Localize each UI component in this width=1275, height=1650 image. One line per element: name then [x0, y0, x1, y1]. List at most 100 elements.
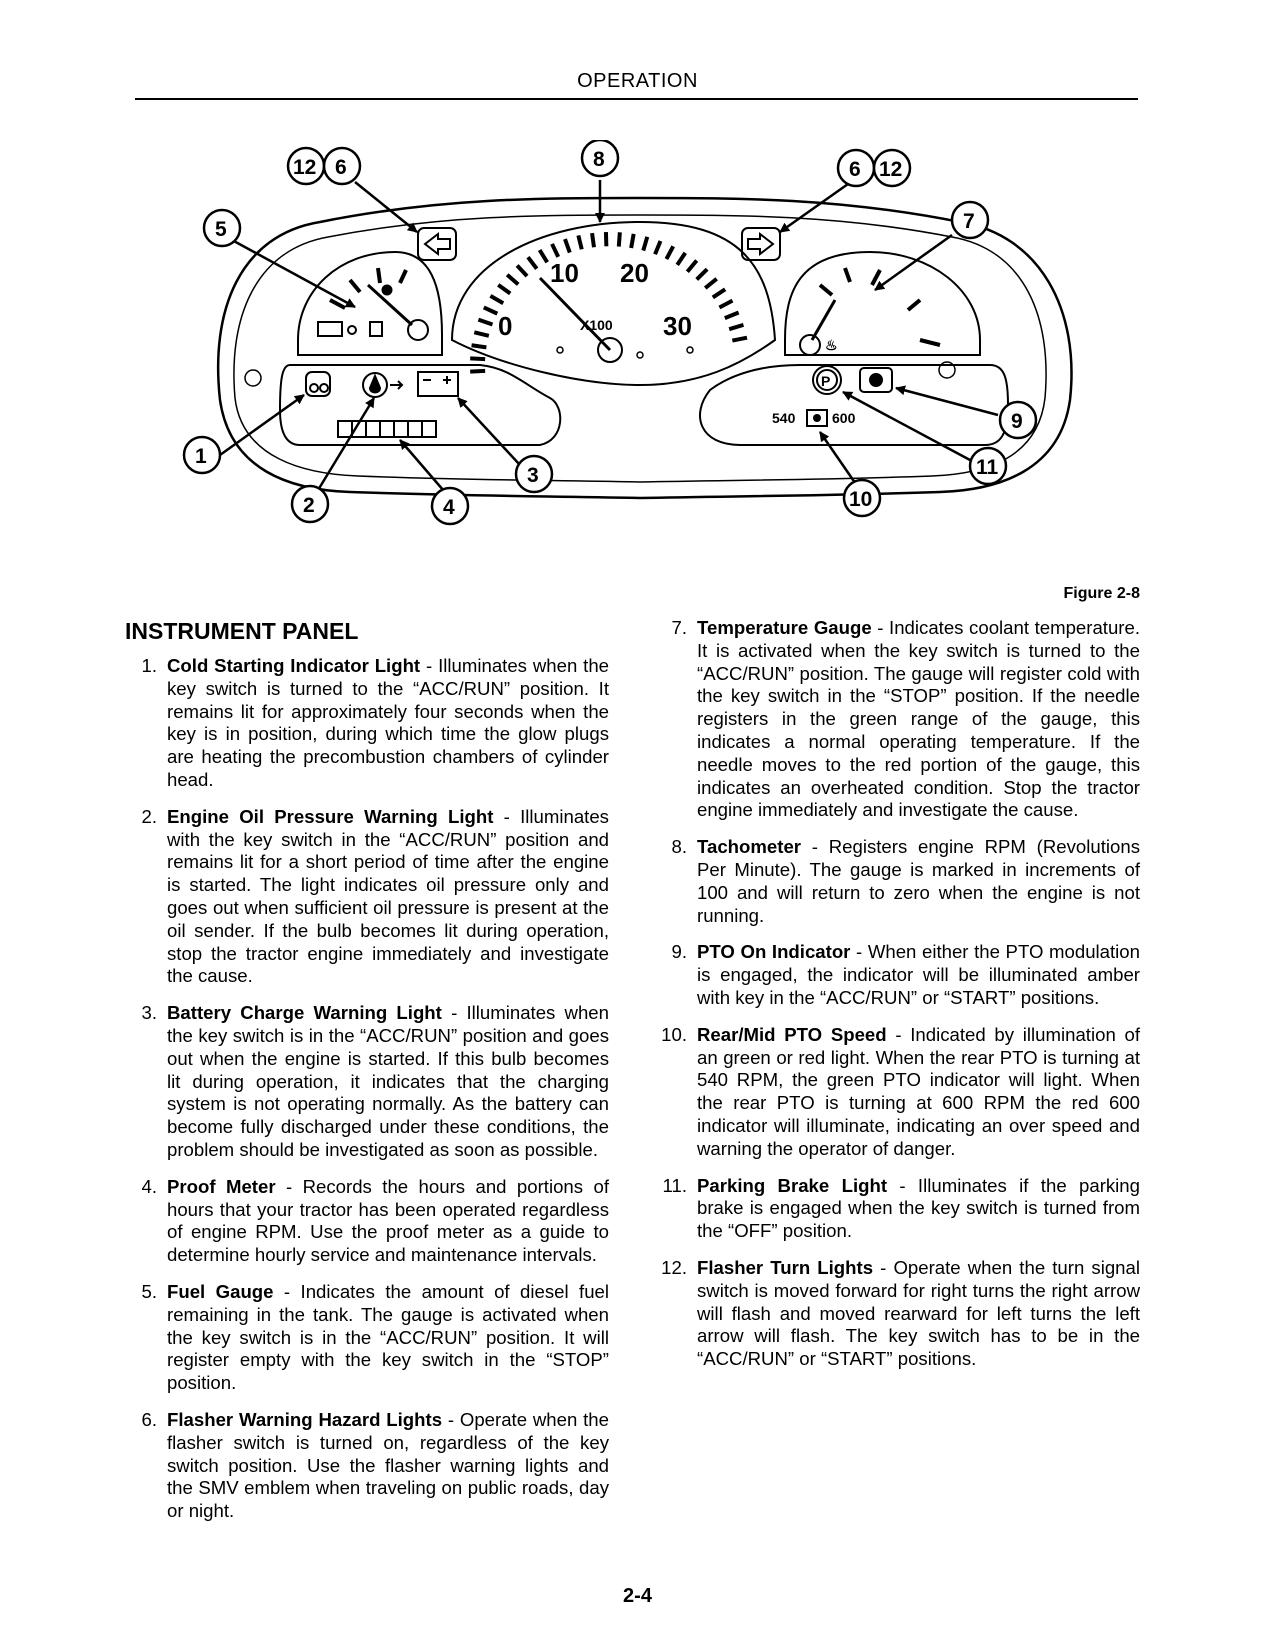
tachometer: [450, 220, 777, 387]
item-description: - When either the PTO modulation is enga…: [697, 941, 1140, 1008]
item-term: Temperature Gauge: [697, 617, 872, 638]
tach-label-20: 20: [620, 258, 649, 288]
proof-meter-display: [337, 420, 437, 438]
item-body: Tachometer - Registers engine RPM (Revol…: [697, 836, 1140, 927]
tach-tick: [616, 232, 622, 247]
svg-text:11: 11: [976, 456, 999, 479]
callout-12-right: 12: [872, 148, 912, 188]
left-arrow-icon: [417, 227, 457, 261]
svg-text:6: 6: [335, 156, 347, 179]
tach-tick: [703, 277, 718, 290]
list-item: 9.PTO On Indicator - When either the PTO…: [655, 941, 1140, 1009]
item-body: PTO On Indicator - When either the PTO m…: [697, 941, 1140, 1009]
item-description: - Records the hours and portions of hour…: [167, 1175, 609, 1266]
callout-10: 10: [842, 478, 882, 518]
tach-tick: [470, 368, 486, 374]
list-item: 2. Engine Oil Pressure Warning Light - Il…: [125, 806, 609, 988]
item-term: Cold Starting Indicator Light: [167, 655, 421, 676]
callout-5: 5: [202, 208, 242, 248]
tach-tick: [482, 305, 499, 316]
callout-6-right: 6: [836, 148, 876, 188]
right-arrow-icon: [741, 227, 781, 261]
header-rule: [135, 98, 1138, 100]
svg-text:1: 1: [195, 445, 207, 468]
tach-tick: [641, 236, 650, 252]
tach-tick: [477, 317, 494, 327]
list-item: 4.Proof Meter - Records the hours and po…: [125, 1176, 609, 1267]
item-body: Flasher Turn Lights - Operate when the t…: [697, 1257, 1140, 1371]
svg-text:12: 12: [879, 158, 902, 181]
callout-9: 9: [998, 400, 1038, 440]
svg-text:5: 5: [215, 218, 227, 241]
tach-tick: [497, 283, 512, 296]
temperature-gauge: ♨: [784, 250, 981, 356]
svg-text:P: P: [821, 373, 830, 389]
tach-tick: [629, 233, 636, 249]
item-number: 12.: [661, 1256, 687, 1278]
tach-unit-label: X100: [580, 317, 613, 333]
item-number: 7.: [671, 617, 687, 638]
item-body: Rear/Mid PTO Speed - Indicated by illumi…: [697, 1024, 1140, 1161]
oil-pressure-icon: [362, 372, 404, 398]
tach-tick: [711, 287, 727, 300]
item-body: Fuel Gauge - Indicates the amount of die…: [167, 1281, 609, 1395]
item-term: Fuel Gauge: [167, 1280, 274, 1302]
item-description: - Illuminates with the key switch in the…: [167, 805, 609, 987]
item-term: Tachometer: [697, 836, 802, 858]
instrument-panel-figure: 0 10 20 30 X100 ♨: [180, 138, 1110, 560]
callout-8: 8: [580, 138, 620, 178]
item-number: 2.: [141, 805, 157, 827]
svg-text:12: 12: [293, 156, 316, 179]
tach-tick: [590, 232, 596, 248]
tach-tick: [505, 273, 520, 286]
item-description: - Illuminates if the parking brake is en…: [697, 1174, 1140, 1242]
callout-12-left: 12: [286, 146, 326, 186]
page-number: 2-4: [623, 1585, 652, 1607]
tach-tick: [550, 243, 561, 258]
item-number: 6.: [141, 1408, 157, 1430]
tach-tick: [473, 330, 490, 338]
item-description: - Indicated by illumination of an green …: [697, 1023, 1140, 1159]
item-body: Engine Oil Pressure Warning Light - Illu…: [167, 806, 609, 988]
item-term: PTO On Indicator: [697, 941, 851, 963]
item-number: 5.: [141, 1280, 157, 1302]
item-description: - Operate when the flasher switch is tur…: [167, 1408, 609, 1522]
item-number: 3.: [141, 1002, 157, 1024]
item-term: Proof Meter: [167, 1175, 276, 1197]
tach-label-0: 0: [498, 311, 512, 341]
tach-tick: [537, 248, 549, 264]
item-term: Rear/Mid PTO Speed: [697, 1023, 887, 1045]
battery-icon: [417, 371, 459, 397]
glow-plug-icon: [305, 371, 331, 397]
item-number: 11.: [662, 1174, 687, 1196]
item-term: Battery Charge Warning Light: [167, 1002, 442, 1024]
item-number: 10.: [661, 1023, 687, 1045]
tach-label-30: 30: [663, 311, 692, 341]
svg-text:10: 10: [849, 488, 872, 511]
item-number: 1.: [141, 655, 157, 676]
svg-text:9: 9: [1011, 410, 1023, 433]
item-description: - Illuminates when the key switch is in …: [167, 1002, 609, 1160]
left-screw: [244, 369, 262, 387]
leader-lines: [219, 180, 999, 501]
tach-tick: [471, 343, 487, 350]
item-body: Battery Charge Warning Light - Illuminat…: [167, 1002, 609, 1162]
callout-6-left: 6: [322, 146, 362, 186]
item-body: Proof Meter - Records the hours and port…: [167, 1176, 609, 1267]
right-screw: [938, 361, 956, 379]
tach-label-10: 10: [550, 258, 579, 288]
tach-tick: [675, 251, 687, 267]
list-item: 11. Parking Brake Light - Illuminates if …: [655, 1175, 1140, 1243]
tach-tick: [718, 298, 734, 310]
item-term: Parking Brake Light: [697, 1174, 888, 1196]
list-item: 7.Temperature Gauge - Indicates coolant …: [655, 617, 1140, 822]
panel-housing: [216, 196, 1073, 500]
tach-tick: [526, 256, 539, 270]
item-description: - Indicates the amount of diesel fuel re…: [167, 1280, 610, 1394]
svg-text:8: 8: [593, 148, 605, 171]
list-item: 8.Tachometer - Registers engine RPM (Rev…: [655, 836, 1140, 927]
parking-brake-icon: P: [812, 365, 842, 395]
svg-text:3: 3: [527, 464, 539, 487]
tach-tick: [653, 240, 663, 255]
pto-speed-indicator: 540 600: [772, 409, 856, 427]
